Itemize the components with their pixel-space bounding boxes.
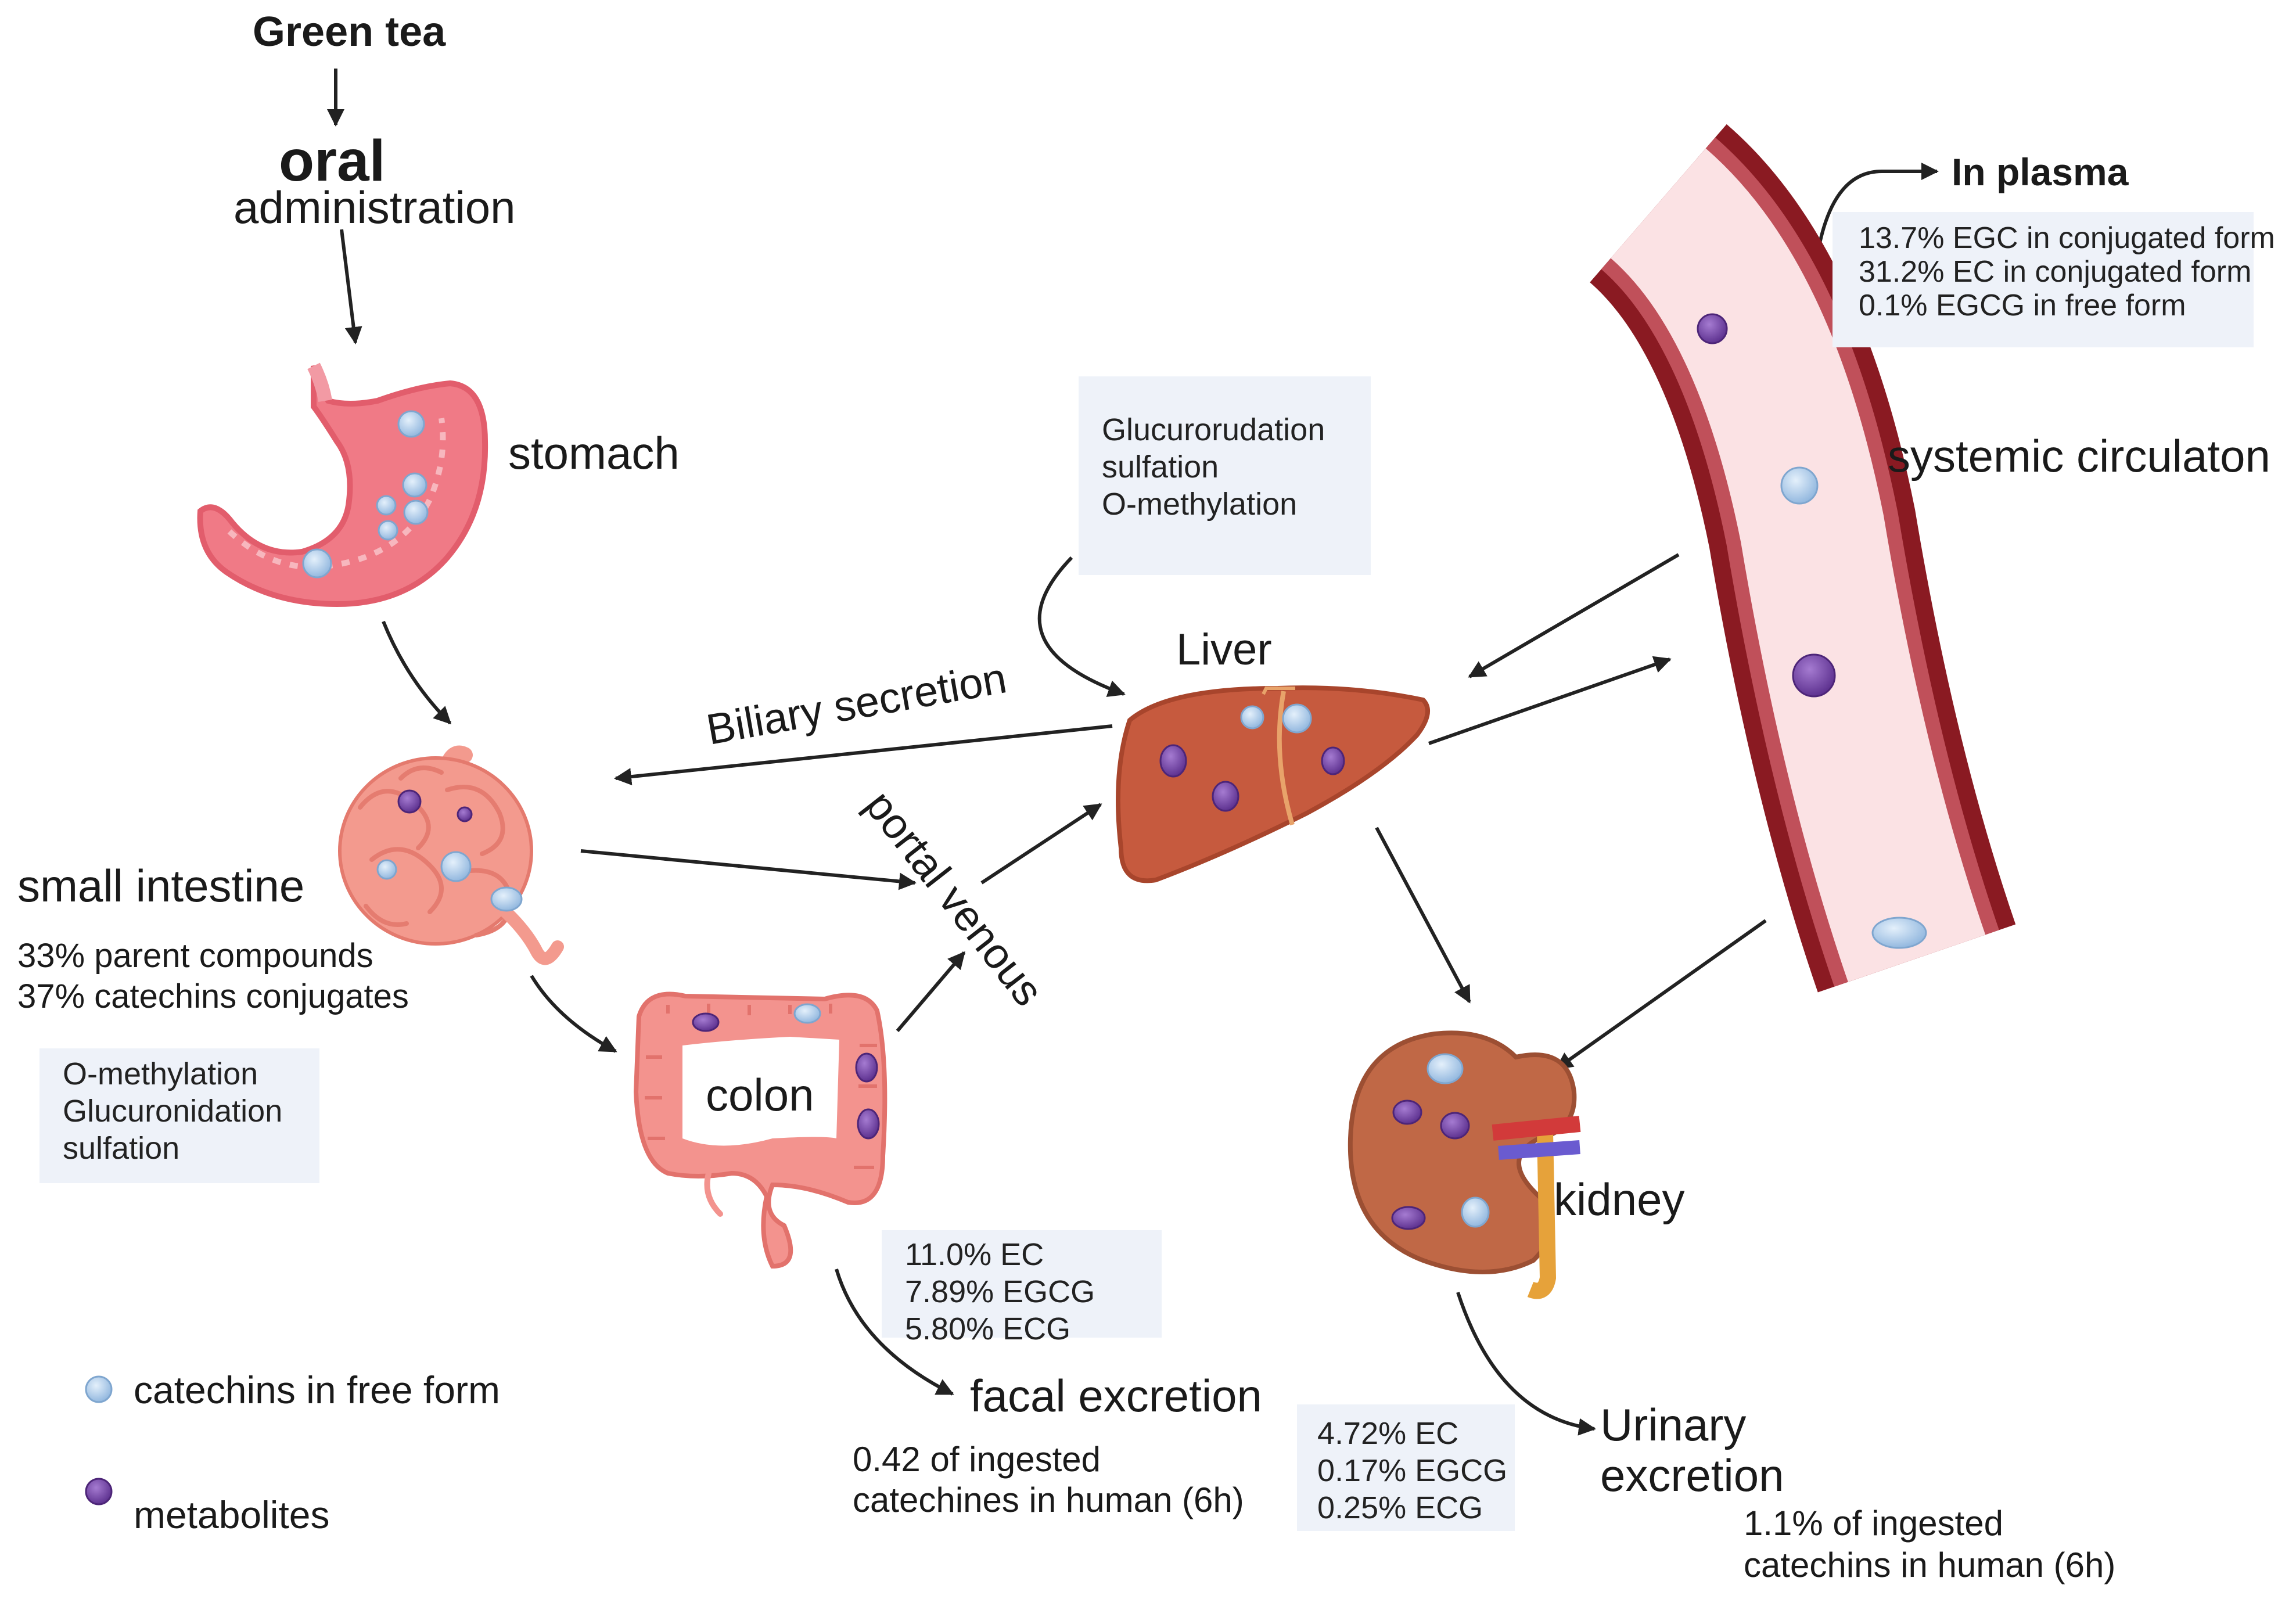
- small-intestine-stat-2: 37% catechins conjugates: [17, 978, 409, 1015]
- liver-metabolism-note: Glucurorudation sulfation O-methylation: [1079, 376, 1371, 575]
- arrow-kidney-to-urine: [1456, 1292, 1596, 1436]
- plasma-note: 13.7% EGC in conjugated form 31.2% EC in…: [1833, 212, 2275, 347]
- stomach-label: stomach: [508, 427, 680, 479]
- arrow-intestine-to-portal: [580, 849, 917, 890]
- legend-free-marker: [85, 1375, 113, 1403]
- arrow-colon-to-feces: [835, 1269, 954, 1396]
- small-intestine-illustration: [338, 745, 564, 965]
- green-tea-label: Green tea: [253, 9, 446, 55]
- arrow-liver-to-intestine: [614, 724, 1113, 786]
- blood-vessel-illustration: [1588, 124, 2016, 993]
- kidney-illustration: [1348, 1030, 1581, 1299]
- legend-metabolite-marker: [85, 1478, 113, 1505]
- arrow-portal-to-liver: [980, 803, 1102, 885]
- small-intestine-stat-1: 33% parent compounds: [17, 937, 373, 975]
- fecal-note-line-1: 0.42 of ingested: [853, 1440, 1101, 1479]
- kidney-label: kidney: [1554, 1174, 1685, 1225]
- urinary-excretion-label-1: Urinary: [1600, 1399, 1747, 1450]
- arrow-intestine-to-colon: [530, 975, 617, 1053]
- legend-free-label: catechins in free form: [134, 1368, 500, 1411]
- urinary-note-line-2: catechins in human (6h): [1744, 1546, 2116, 1584]
- liver-label: Liver: [1176, 625, 1272, 674]
- intestine-metabolism-note: O-methylation Glucuronidation sulfation: [39, 1048, 319, 1183]
- oral-label: oral: [279, 128, 386, 193]
- flow-arrows: [327, 69, 1939, 1436]
- legend-metabolites-label: metabolites: [134, 1493, 330, 1536]
- systemic-circulation-label: systemic circulaton: [1888, 430, 2270, 482]
- urinary-catechins-note: 4.72% EC 0.17% EGCG 0.25% ECG: [1297, 1404, 1515, 1531]
- urinary-excretion-label-2: excretion: [1600, 1450, 1784, 1501]
- fecal-catechins-note: 11.0% EC 7.89% EGCG 5.80% ECG: [882, 1230, 1162, 1346]
- liver-illustration: [1116, 685, 1430, 883]
- administration-label: administration: [233, 182, 516, 233]
- arrow-liver-to-kidney: [1375, 827, 1471, 1004]
- arrow-vessel-to-liver: [1468, 553, 1680, 678]
- colon-label: colon: [706, 1069, 814, 1120]
- stomach-illustration: [197, 362, 488, 608]
- fecal-excretion-label: facal excretion: [970, 1370, 1262, 1421]
- arrow-stomach-to-intestine: [382, 620, 452, 725]
- urinary-note-line-1: 1.1% of ingested: [1744, 1504, 2003, 1543]
- fecal-note-line-2: catechines in human (6h): [853, 1481, 1244, 1519]
- arrow-vessel-to-kidney: [1555, 919, 1767, 1070]
- arrow-liver-to-vessel: [1428, 656, 1672, 745]
- arrow-liver-note: [1037, 556, 1126, 697]
- arrow-colon-to-portal: [896, 951, 966, 1032]
- arrow-oral-to-stomach: [340, 229, 362, 344]
- colon-illustration: [633, 991, 888, 1269]
- small-intestine-label: small intestine: [17, 860, 305, 911]
- in-plasma-label: In plasma: [1952, 150, 2129, 193]
